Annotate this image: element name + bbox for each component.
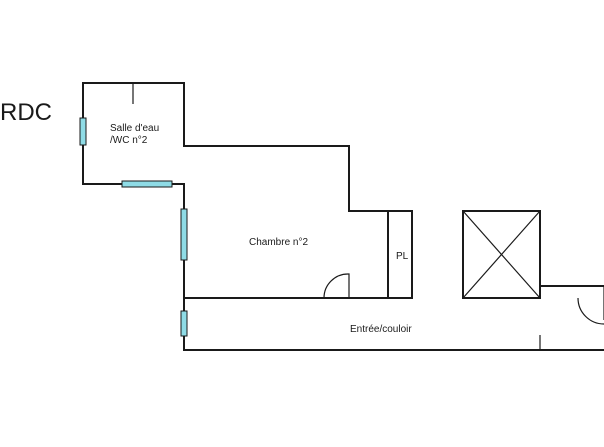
windows [79, 117, 188, 337]
hallway-label: Entrée/couloir [350, 324, 412, 335]
room-labels: Salle d'eau /WC n°2 Chambre n°2 PL Entré… [110, 123, 412, 335]
bedroom-label: Chambre n°2 [249, 237, 308, 248]
level-label: RDC [0, 99, 52, 126]
bedroom-window [180, 208, 188, 261]
bathroom-label-line2: /WC n°2 [110, 135, 148, 146]
stairwell-box [462, 210, 541, 299]
bedroom-door-swing [323, 273, 350, 299]
walls [82, 82, 604, 351]
bathroom-label-line1: Salle d'eau [110, 123, 159, 134]
hallway-window [180, 310, 188, 337]
entry-door-swing [577, 297, 604, 325]
closet-label: PL [396, 251, 409, 262]
doors [323, 273, 604, 325]
stairwell-cross-b [462, 210, 541, 299]
bathroom-window-left [79, 117, 87, 146]
bathroom-window-bottom [121, 180, 173, 188]
